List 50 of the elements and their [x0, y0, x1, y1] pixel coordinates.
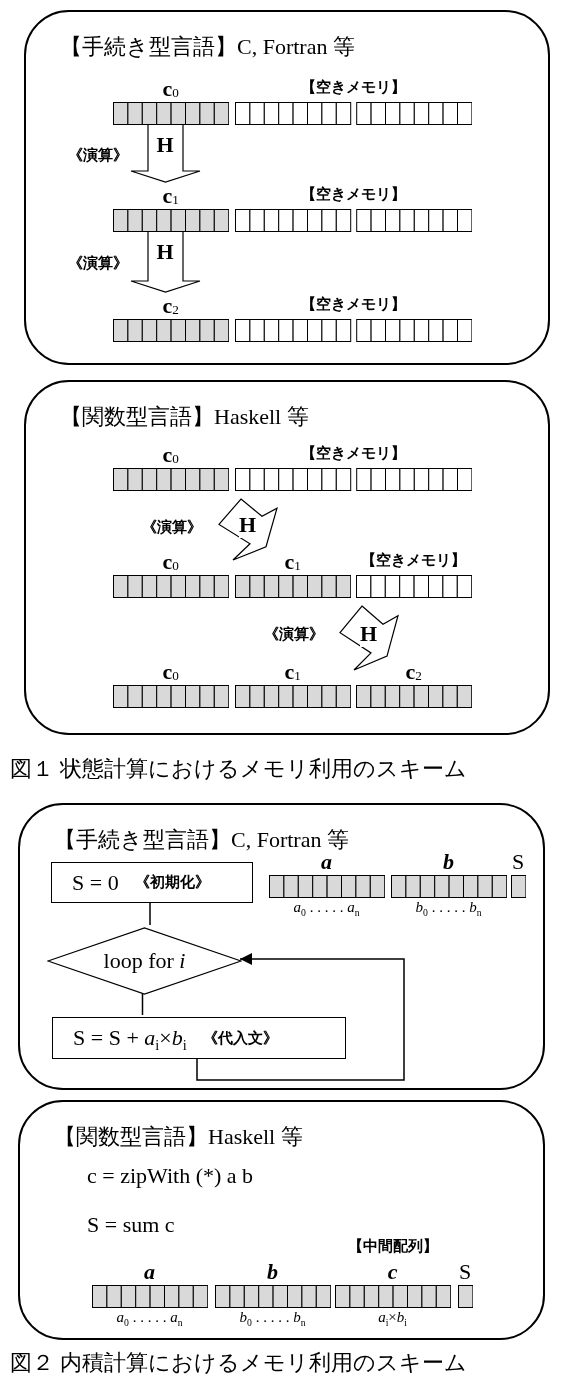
condition-text: loop for i	[102, 948, 187, 974]
connector-line	[196, 953, 405, 1081]
array-label: c$_{1}$	[162, 183, 179, 208]
array-label: b	[443, 849, 455, 874]
panel	[24, 380, 550, 735]
array-label: c$_{2}$	[405, 659, 422, 684]
index-range-label: b$_{0}$ . . . . . b$_{n}$	[415, 899, 482, 915]
array-label: c$_{1}$	[284, 659, 301, 684]
memory-label: 【空きメモリ】	[300, 185, 406, 203]
index-range-label: a$_{0}$ . . . . . a$_{n}$	[116, 1309, 183, 1325]
memory-label: 【空きメモリ】	[300, 295, 406, 313]
array-label: c$_{1}$	[284, 549, 301, 574]
index-range-label: a$_{0}$ . . . . . a$_{n}$	[293, 899, 360, 915]
connector-line	[141, 992, 144, 1016]
array-label: c$_{2}$	[162, 293, 179, 318]
formula-text: S = 0	[72, 869, 119, 896]
operation-label: 《演算》	[68, 145, 128, 166]
panel	[24, 10, 550, 365]
array-label: c$_{0}$	[162, 549, 179, 574]
array-label: c$_{0}$	[162, 442, 179, 467]
array-label: c	[387, 1259, 398, 1284]
formula-text: S = S + a$_{i}$×b$_{i}$	[73, 1025, 187, 1051]
memory-label: 【空きメモリ】	[300, 78, 406, 96]
process-box	[51, 862, 253, 903]
memory-label: 【空きメモリ】	[300, 444, 406, 462]
figure-caption: 図１ 状態計算におけるメモリ利用のスキーム	[10, 756, 467, 782]
operation-label: 《演算》	[68, 253, 128, 274]
memory-label: 【空きメモリ】	[361, 551, 467, 569]
array-label: a	[144, 1259, 156, 1284]
array-label: S	[512, 849, 525, 874]
index-range-label: a$_{i}$×b$_{i}$	[378, 1309, 408, 1325]
panel	[18, 1100, 545, 1340]
comment-text: 《代入文》	[202, 1028, 278, 1048]
array-label: S	[459, 1259, 472, 1284]
operation-label: 《演算》	[264, 624, 324, 645]
operation-label: 《演算》	[142, 517, 202, 538]
process-box	[52, 1017, 346, 1059]
panel-heading: 【関数型言語】Haskell 等	[60, 403, 309, 431]
array-label: c$_{0}$	[162, 659, 179, 684]
index-range-label: b$_{0}$ . . . . . b$_{n}$	[239, 1309, 306, 1325]
panel-heading: 【関数型言語】Haskell 等	[54, 1123, 303, 1151]
panel-heading: 【手続き型言語】C, Fortran 等	[60, 33, 355, 61]
memory-label: 【中間配列】	[347, 1237, 438, 1255]
figure-caption: 図２ 内積計算におけるメモリ利用のスキーム	[10, 1350, 467, 1376]
code-line: S = sum c	[87, 1212, 175, 1238]
panel	[18, 803, 545, 1090]
array-label: b	[267, 1259, 279, 1284]
array-label: c$_{0}$	[162, 76, 179, 101]
code-line: c = zipWith (*) a b	[87, 1163, 254, 1189]
comment-text: 《初期化》	[134, 873, 210, 892]
